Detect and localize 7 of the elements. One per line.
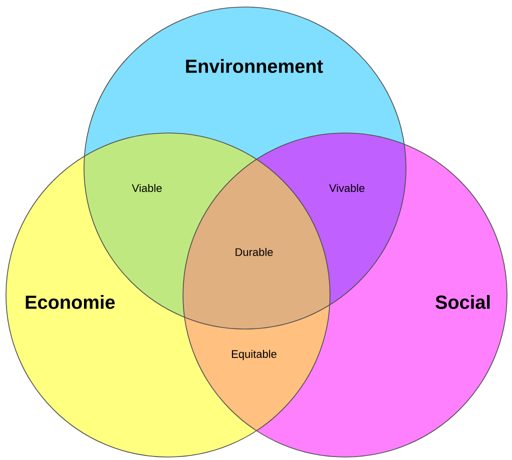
circle-title: Social — [436, 295, 490, 309]
circle-title: Economie — [26, 295, 115, 309]
region-label: Viable — [132, 184, 162, 192]
region-label: Durable — [236, 248, 273, 256]
region-label: Equitable — [232, 350, 276, 360]
region-label: Vivable — [329, 184, 364, 192]
circle-title: Environnement — [186, 59, 323, 73]
